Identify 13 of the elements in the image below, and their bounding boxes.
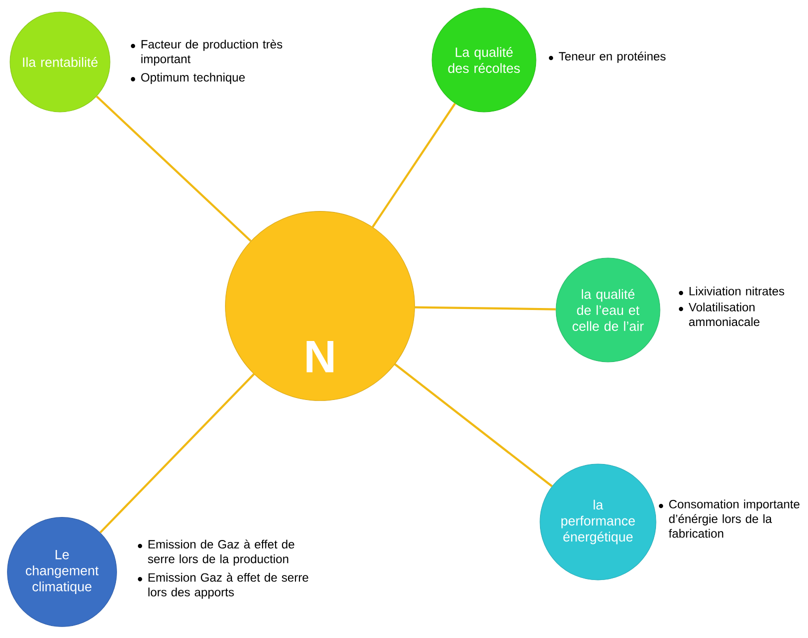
bullet-text: Emission de Gaz à effet de serre lors de la production: [148, 540, 294, 566]
connector-line: [96, 96, 252, 242]
bullet-text: Volatilisation ammoniacale: [688, 302, 760, 326]
bullet-text: Optimum technique: [141, 72, 245, 84]
bullet-text: Facteur de production très important: [141, 40, 282, 66]
connector-line: [414, 306, 556, 310]
connector-line: [394, 363, 553, 488]
bullet-text: Teneur en protéines: [558, 52, 666, 63]
bullet-text: Consomation importante d’énérgie lors de la fabrication: [668, 500, 800, 538]
bullet-text: Emission Gaz à effet de serre lors des apports: [148, 572, 308, 599]
bullet-text: Lixiviation nitrates: [690, 286, 784, 296]
connector-line: [99, 373, 255, 534]
connector-line: [372, 102, 456, 228]
